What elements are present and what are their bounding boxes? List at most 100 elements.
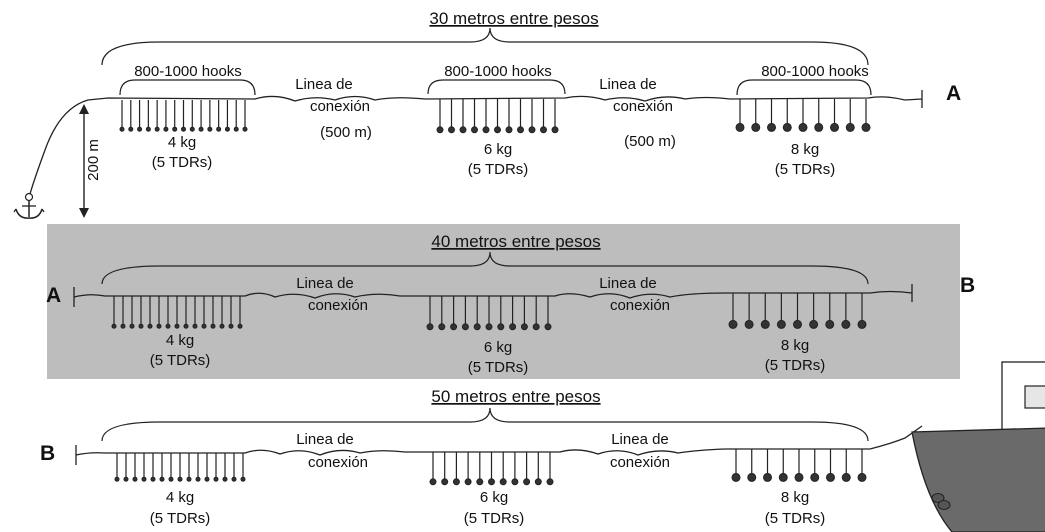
segment-tdr: (5 TDRs) [468,359,529,376]
hook-weight [778,472,788,482]
start-label: B [40,442,55,465]
hook-weight [461,323,469,331]
hook-weight [163,126,169,132]
hook-weight [767,122,776,132]
hook-weight [763,472,772,482]
hook-weight [137,126,143,132]
hook-weight [438,323,446,331]
segment-tdr: (5 TDRs) [775,161,836,178]
connector-label: conexión [308,454,368,471]
row-title: 30 metros entre pesos [429,9,598,28]
hook-weight [228,323,234,329]
hook-weight [147,323,153,329]
hook-weight [201,323,207,329]
hook-set [436,99,559,134]
fishing-vessel-icon [911,361,1045,532]
segment-weight: 4 kg [168,134,196,151]
row-title: 50 metros entre pesos [431,387,600,406]
connector-label: Linea de [296,431,354,448]
hook-weight [177,476,183,482]
hook-weight [216,126,222,132]
hook-weight [441,478,449,486]
hook-weight [128,126,134,132]
hook-weight [165,323,171,329]
depth-arrow [79,104,89,218]
hook-weight [240,476,246,482]
row-title: 40 metros entre pesos [431,232,600,251]
hook-weight [782,122,792,132]
hook-weight [551,126,559,134]
connector-label: Linea de [296,275,354,292]
hook-weight [448,126,455,134]
hook-weight [429,478,437,486]
hook-weight [482,126,490,134]
connector-label: conexión [613,98,673,115]
hook-set [114,453,246,482]
connector-length: (500 m) [320,124,372,141]
hook-weight [798,122,808,132]
hook-weight [528,126,536,134]
hook-weight [138,323,144,329]
hook-weight [540,126,547,134]
hook-weight [505,126,513,134]
hook-weight [809,319,819,329]
hook-weight [141,476,147,482]
connector-length: (500 m) [624,133,676,150]
start-label: A [46,284,61,307]
hook-weight [207,126,213,132]
hook-weight [123,476,129,482]
hook-weight [233,126,239,132]
hook-weight [532,323,540,331]
hook-weight [150,476,156,482]
middle-panel [47,224,960,379]
hook-weight [129,323,135,329]
hook-weight [192,323,198,329]
hook-weight [120,323,126,329]
segment-tdr: (5 TDRs) [150,510,211,527]
connector-label: Linea de [611,431,669,448]
segment-tdr: (5 TDRs) [150,352,211,369]
hook-weight [154,126,160,132]
hook-weight [747,472,757,482]
hook-weight [222,476,228,482]
hook-weight [436,126,444,134]
hook-weight [511,478,519,486]
hook-weight [168,476,174,482]
hook-weight [473,323,481,331]
hook-weight [523,478,531,486]
segment-weight: 6 kg [484,141,512,158]
segment-tdr: (5 TDRs) [152,154,213,171]
connector-label: conexión [610,454,670,471]
hook-weight [450,323,458,331]
hooks-label: 800-1000 hooks [761,63,869,80]
hook-weight [793,319,802,329]
hook-weight [485,323,493,331]
hooks-label: 800-1000 hooks [444,63,552,80]
end-label: A [946,82,961,105]
hook-weight [464,478,472,486]
segment-weight: 8 kg [781,337,809,354]
hook-weight [509,323,517,331]
hook-weight [198,126,204,132]
hook-weight [544,323,552,331]
main-line [87,95,923,102]
hook-weight [231,476,237,482]
hook-weight [132,476,138,482]
segment-weight: 6 kg [480,489,508,506]
hook-set [429,452,554,486]
depth-label: 200 m [85,139,102,181]
hook-weight [794,472,804,482]
segment-weight: 8 kg [781,489,809,506]
hook-set [426,296,552,331]
hook-set [119,100,248,132]
hook-weight [488,478,495,486]
hook-weight [534,478,542,486]
segment-tdr: (5 TDRs) [468,161,529,178]
hook-set [111,296,243,329]
hook-weight [156,323,162,329]
connector-label: Linea de [599,275,657,292]
hook-weight [174,323,180,329]
hook-weight [857,319,867,329]
hook-weight [213,476,219,482]
hook-weight [186,476,192,482]
